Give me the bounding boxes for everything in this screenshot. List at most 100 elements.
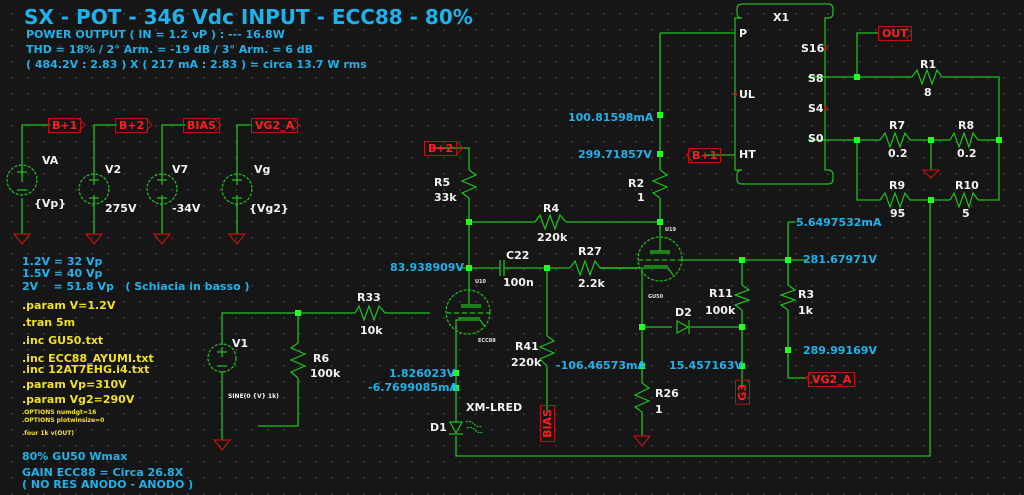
transformer-unconnected-pins [733,46,828,110]
measure-output-cathode-current[interactable]: -106.46573mA [556,359,646,372]
r8-name[interactable]: R8 [958,119,975,132]
net-flag-bias[interactable]: BIAS [183,118,220,133]
ground-icon [632,435,652,447]
r27-value[interactable]: 2.2k [578,277,605,290]
r11-name[interactable]: R11 [709,287,733,300]
r41-value[interactable]: 220k [511,356,542,369]
source-v2-symbol [78,173,110,205]
wires [21,32,1000,457]
measure-driver-plate-voltage[interactable]: 83.938909V [390,261,464,274]
ground-icon [152,233,172,245]
r26-value[interactable]: 1 [655,403,663,416]
directive-param-v[interactable]: .param V=1.2V [22,299,116,312]
u19-label: U19 [665,227,677,233]
r10-value[interactable]: 5 [962,207,970,220]
r2-name[interactable]: R2 [628,177,645,190]
transformer-x1 [734,3,834,185]
directive-inc-gu50[interactable]: .inc GU50.txt [22,334,104,347]
transformer-name[interactable]: X1 [773,11,790,24]
source-va-name[interactable]: VA [42,154,59,167]
source-vg-value[interactable]: {Vg2} [249,202,289,215]
d1-value[interactable]: XM-LRED [466,401,523,414]
pin-s0: S0 [808,132,824,145]
r4-name[interactable]: R4 [543,202,560,215]
resistor-r4 [534,213,567,231]
tube-ecc88 [445,289,491,335]
directive-param-vg2[interactable]: .param Vg2=290V [22,393,135,406]
source-va-value[interactable]: {Vp} [34,197,67,210]
measure-g2-voltage[interactable]: 281.67971V [803,253,877,266]
pin-p: P [739,27,748,40]
r7-value[interactable]: 0.2 [888,147,908,160]
wire-r3 [787,221,806,379]
source-vg-name[interactable]: Vg [254,163,271,176]
r41-name[interactable]: R41 [515,340,539,353]
net-flag-g3[interactable]: G3 [735,380,750,405]
gu50-model-label: GU50 [648,294,664,300]
c22-value[interactable]: 100n [503,276,534,289]
directive-param-vp[interactable]: .param Vp=310V [22,378,127,391]
directive-tran[interactable]: .tran 5m [22,316,76,329]
r5-value[interactable]: 33k [434,191,457,204]
resistor-r7 [879,131,911,149]
header-line-thd: THD = 18% / 2° Arm. = -19 dB / 3° Arm. =… [26,43,313,56]
directive-inc-ecc88[interactable]: .inc ECC88_AYUMI.txt [22,352,154,365]
measure-driver-cathode-voltage[interactable]: 1.826023V [389,367,456,380]
r27-name[interactable]: R27 [578,245,602,258]
r8-value[interactable]: 0.2 [957,147,977,160]
source-v7-name[interactable]: V7 [172,163,189,176]
r33-value[interactable]: 10k [360,324,383,337]
ecc88-model-label: ECC88 [478,338,496,344]
net-flag-b-plus-1-ht[interactable]: B+1 [688,148,722,163]
net-flag-b-plus-2-r5[interactable]: B+2 [424,141,458,156]
directive-options-plotwinsize[interactable]: .OPTIONS plotwinsize=0 [22,417,105,424]
r5-name[interactable]: R5 [434,176,451,189]
tube-gu50 [600,232,683,283]
measure-g2-supply-voltage[interactable]: 289.99169V [803,344,877,357]
r1-name[interactable]: R1 [920,58,937,71]
r4-value[interactable]: 220k [537,231,568,244]
r9-name[interactable]: R9 [889,179,906,192]
d2-name[interactable]: D2 [675,306,692,319]
net-flag-vg2-a-r3[interactable]: VG2_A [808,372,856,387]
source-v2-value[interactable]: 275V [105,202,137,215]
resistors [289,68,979,413]
net-flag-vg2-a[interactable]: VG2_A [251,118,299,133]
r3-value[interactable]: 1k [798,304,813,317]
net-flag-bias-r41[interactable]: BIAS [540,405,555,442]
directive-inc-12at7[interactable]: .inc 12AT7EHG.i4.txt [22,363,150,376]
net-flag-out[interactable]: OUT [878,26,912,41]
resistor-r11 [733,284,751,311]
directive-options-numdgt[interactable]: .OPTIONS numdgt=16 [22,409,97,416]
voltage-sources [6,164,253,373]
net-flag-b-plus-2[interactable]: B+2 [115,118,149,133]
r10-name[interactable]: R10 [955,179,979,192]
measure-g3-voltage[interactable]: 15.457163V [669,359,743,372]
calib-note-2: 1.5V = 40 Vp [22,267,103,280]
directive-four[interactable]: .four 1k v(OUT) [22,430,75,437]
measure-driver-cathode-current[interactable]: -6.7699085mA [368,381,458,394]
d1-name[interactable]: D1 [430,421,447,434]
c22-name[interactable]: C22 [506,249,530,262]
source-v1-value[interactable]: SINE(0 {V} 1k) [228,393,279,400]
measure-plate-voltage[interactable]: 299.71857V [578,148,652,161]
pin-s4: S4 [808,102,824,115]
r7-name[interactable]: R7 [889,119,906,132]
source-v1-name[interactable]: V1 [232,337,249,350]
u10-label: U10 [475,279,487,285]
source-v7-value[interactable]: -34V [172,202,201,215]
r6-name[interactable]: R6 [313,352,330,365]
r6-value[interactable]: 100k [310,367,341,380]
r3-name[interactable]: R3 [798,288,815,301]
source-v2-name[interactable]: V2 [105,163,122,176]
measure-plate-current[interactable]: 100.81598mA [568,111,654,124]
r26-name[interactable]: R26 [655,387,679,400]
r11-value[interactable]: 100k [705,304,736,317]
r9-value[interactable]: 95 [890,207,906,220]
r2-value[interactable]: 1 [637,191,645,204]
net-flag-b-plus-1[interactable]: B+1 [48,118,82,133]
r1-value[interactable]: 8 [924,86,932,99]
measure-g2-current[interactable]: 5.6497532mA [796,216,882,229]
r33-name[interactable]: R33 [357,291,381,304]
